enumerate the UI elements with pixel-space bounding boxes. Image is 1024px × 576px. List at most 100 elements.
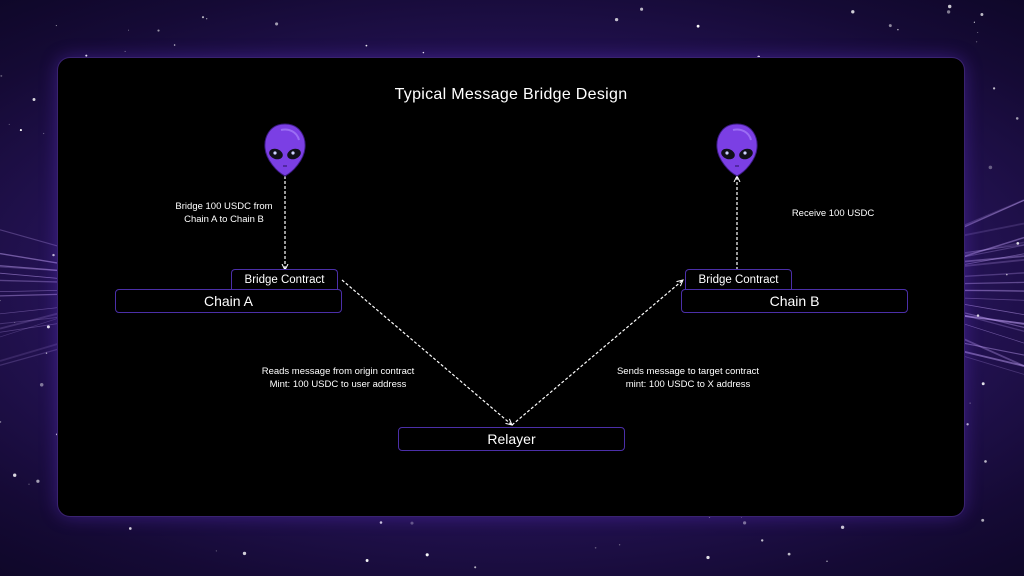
star [83,56,85,58]
light-streak [962,303,1024,316]
relayer-right-note-line1: Sends message to target contract [616,366,760,377]
user-a-note: Bridge 100 USDC from Chain A to Chain B [154,200,294,226]
star [787,552,791,556]
light-streak [959,313,1024,332]
star [757,55,761,59]
star [28,483,30,485]
star [640,7,644,11]
light-streak [959,311,1024,329]
user-a-note-line1: Bridge 100 USDC from [175,201,273,212]
alien-head-icon [264,123,306,177]
star [618,544,621,546]
relayer-left-note: Reads message from origin contract Mint:… [238,365,438,391]
chain-a-bridge-contract: Bridge Contract [231,269,338,289]
star [128,527,132,530]
star [127,29,129,31]
star [594,546,597,549]
star [981,518,985,522]
star [992,87,996,90]
star [1016,242,1020,245]
star [1015,117,1019,120]
star [242,551,247,556]
star [173,44,176,46]
star [946,10,951,14]
light-streak [959,236,1024,259]
star [52,253,55,257]
diagram-title: Typical Message Bridge Design [394,86,628,103]
light-streak [955,320,1024,344]
star [39,383,44,387]
light-streak [953,333,1024,367]
star [422,51,425,54]
star [201,16,205,19]
star [840,525,845,529]
relayer-right-note-line2: mint: 100 USDC to X address [625,379,751,390]
star [984,460,987,463]
star [969,402,971,404]
star [976,314,980,317]
arrow-relayer-to-contract-b [511,280,683,426]
star [206,18,208,20]
relayer-left-note-line2: Mint: 100 USDC to user address [269,379,407,390]
star [55,433,58,436]
star [966,423,969,426]
star [14,322,16,323]
star [124,50,126,52]
star [947,4,952,9]
star [157,29,160,32]
relayer-box: Relayer [398,427,625,451]
star [410,521,414,525]
star [977,31,979,34]
star [85,54,88,57]
star [45,352,48,354]
star [826,560,828,562]
star [13,473,17,477]
star [275,22,279,26]
star [0,300,1,302]
user-a-note-line2: Chain A to Chain B [184,214,264,225]
chain-b-box: Chain B [681,289,908,313]
star [981,382,985,386]
star [46,325,50,329]
star [1006,273,1008,276]
star [55,25,57,27]
star [365,44,368,47]
star [980,13,984,16]
relayer-right-note: Sends message to target contract mint: 1… [588,365,788,391]
alien-head-icon [716,123,758,177]
light-streak [0,317,61,338]
star [19,129,22,132]
star [851,10,855,14]
star [365,559,369,562]
user-b-note: Receive 100 USDC [791,208,875,219]
connectors [264,123,758,516]
star [614,17,619,22]
light-streak [0,272,67,280]
chain-b-bridge-contract: Bridge Contract [685,269,792,289]
star [988,165,993,170]
star [706,555,710,560]
star [740,516,742,518]
star [975,41,978,43]
star [888,24,892,28]
star [36,479,40,483]
star [379,521,383,524]
star [743,521,747,525]
star [897,28,899,31]
arrow-contract-a-to-relayer [341,279,512,425]
star [215,550,217,552]
star [761,539,764,542]
star [8,123,10,125]
star [474,566,477,569]
star [973,21,975,23]
relayer-left-note-line1: Reads message from origin contract [261,366,415,377]
star [42,132,45,135]
light-streak [0,311,63,330]
star [708,516,711,518]
diagram-panel: Typical Message Bridge Design Bridge 100… [58,58,964,516]
star [32,98,36,101]
star [0,420,2,423]
chain-a-box: Chain A [115,289,342,313]
star [425,553,429,557]
